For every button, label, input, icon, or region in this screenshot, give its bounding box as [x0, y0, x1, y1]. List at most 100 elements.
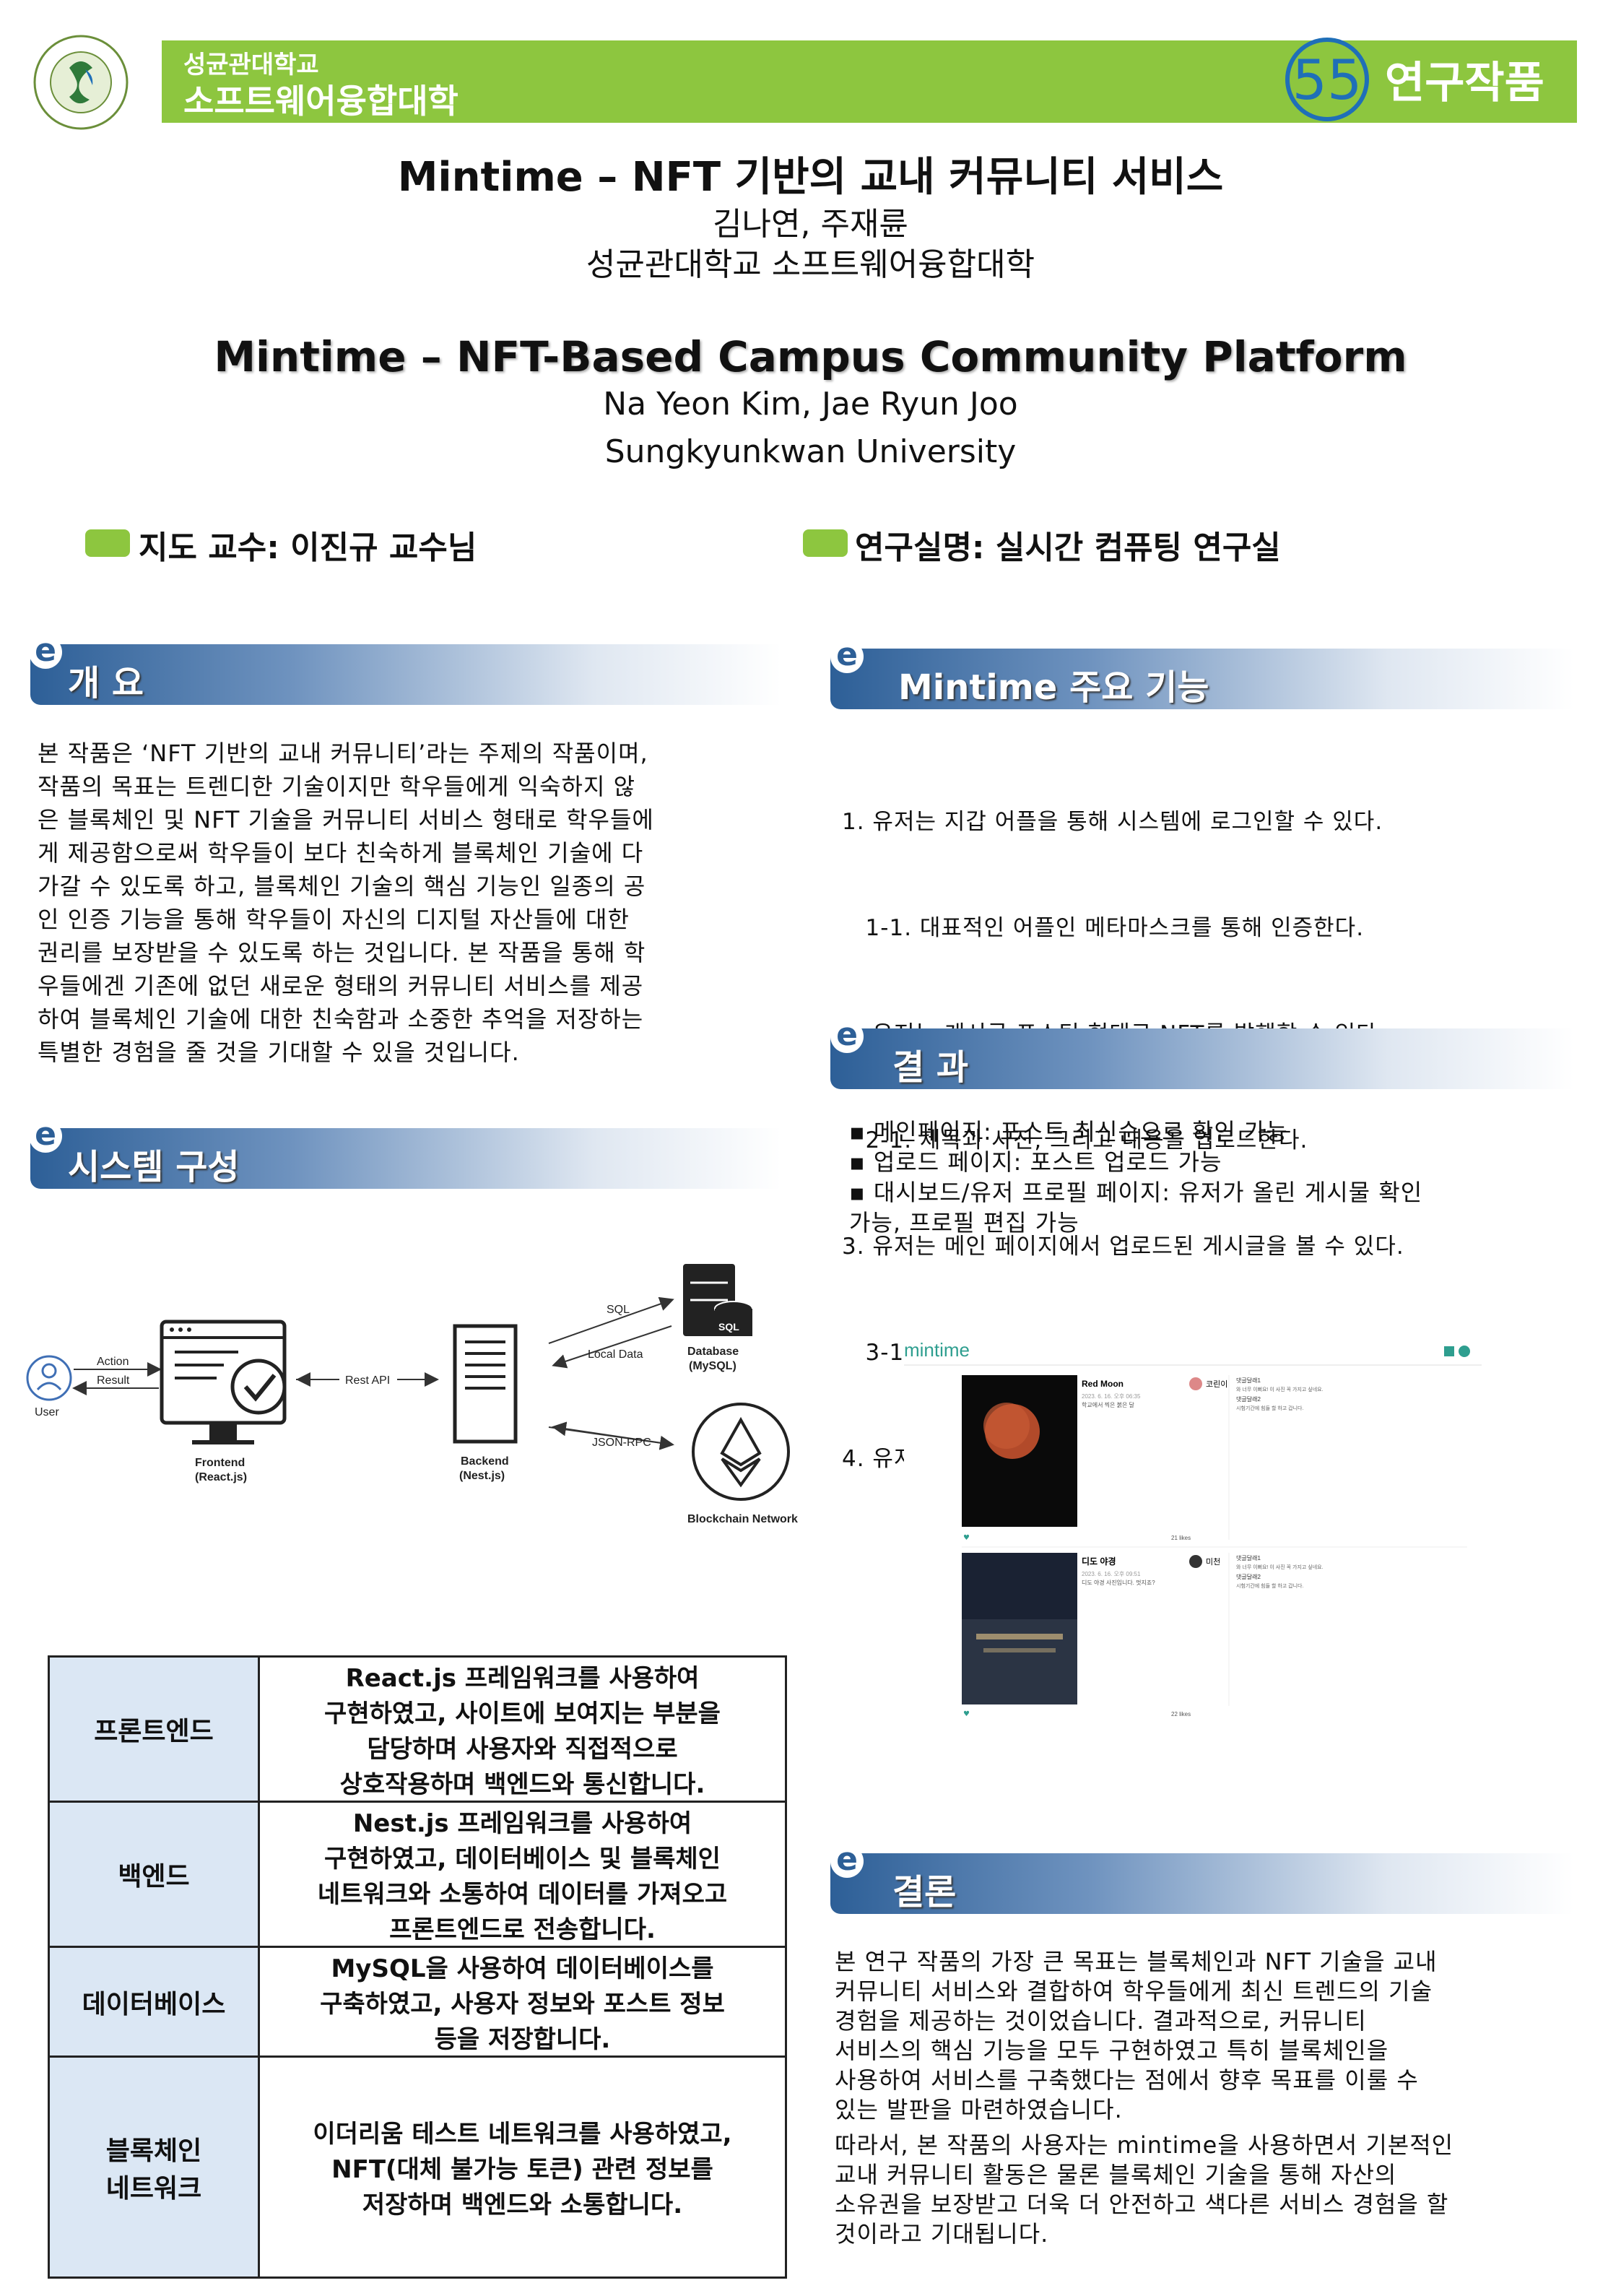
sql-badge: SQL	[718, 1321, 739, 1333]
system-title: 시스템 구성	[68, 1147, 240, 1187]
e-icon: e	[29, 635, 62, 669]
local-data-label: Local Data	[588, 1348, 643, 1361]
heart-icon: ♥	[963, 1710, 970, 1718]
post-likes: 22 likes	[1171, 1711, 1191, 1717]
desc-line: 프론트엔드로 전송합니다.	[389, 1915, 656, 1944]
overview-line: 게 제공함으로써 학우들이 보다 친숙하게 블록체인 기술에 다	[38, 839, 644, 867]
desc-line: 담당하며 사용자와 직접적으로	[367, 1735, 678, 1764]
desc-line: Nest.js 프레임워크를 사용하여	[352, 1809, 692, 1838]
table-row: 프론트엔드 React.js 프레임워크를 사용하여 구현하였고, 사이트에 보…	[48, 1655, 787, 1803]
desc-line: NFT(대체 불가능 토큰) 관련 정보를	[331, 2155, 713, 2184]
korean-authors: 김나연, 주재륜	[713, 206, 908, 243]
result-label: Result	[97, 1374, 130, 1387]
frontend-sub: (React.js)	[195, 1471, 247, 1483]
table-desc: MySQL을 사용하여 데이터베이스를 구축하였고, 사용자 정보와 포스트 정…	[258, 1946, 787, 2058]
college-name: 소프트웨어융합대학	[183, 82, 459, 121]
lab-bullet	[803, 529, 848, 557]
english-title: Mintime – NFT-Based Campus Community Pla…	[214, 332, 1407, 381]
desc-line: 구축하였고, 사용자 정보와 포스트 정보	[320, 1990, 725, 2019]
ethereum-icon	[692, 1403, 790, 1501]
desc-line: 네트워크와 소통하여 데이터를 가져오고	[317, 1880, 728, 1909]
comment-head: 댓글달래2	[1236, 1573, 1261, 1580]
comment-head: 댓글달래1	[1236, 1554, 1261, 1561]
result-item: ▪ 대시보드/유저 프로필 페이지: 유저가 올린 게시물 확인	[849, 1179, 1423, 1206]
korean-affiliation: 성균관대학교 소프트웨어융합대학	[586, 246, 1035, 283]
overview-line: 인 인증 기능을 통해 학우들이 자신의 디지털 자산들에 대한	[38, 906, 630, 933]
app-screenshot: mintime Red Moon 코린이 2023. 6. 16. 오후 06:…	[904, 1330, 1482, 1720]
university-logo	[33, 35, 129, 130]
feature-item: 1. 유저는 지갑 어플을 통해 시스템에 로그인할 수 있다.	[842, 809, 1383, 835]
post-likes: 21 likes	[1171, 1535, 1191, 1541]
comment-head: 댓글달래1	[1236, 1377, 1261, 1384]
overview-line: 우들에겐 기존에 없던 새로운 형태의 커뮤니티 서비스를 제공	[38, 972, 644, 1000]
post-user: 미천	[1206, 1556, 1220, 1567]
conclusion-line: 소유권을 보장받고 더욱 더 안전하고 색다른 서비스 경험을 할	[835, 2191, 1449, 2218]
desc-line: 이더리움 테스트 네트워크를 사용하였고,	[313, 2120, 732, 2149]
results-list: ▪ 메인페이지: 포스트 최신순으로 확인 가능 ▪ 업로드 페이지: 포스트 …	[849, 1117, 1571, 1238]
system-header	[30, 1128, 781, 1189]
database-icon	[683, 1264, 753, 1336]
backend-sub: (Nest.js)	[459, 1470, 505, 1482]
overview-line: 하여 블록체인 기술에 대한 친숙함과 소중한 추억을 저장하는	[38, 1005, 644, 1033]
overview-line: 권리를 보장받을 수 있도록 하는 것입니다. 본 작품을 통해 학	[38, 939, 646, 966]
post-title: 디도 야경	[1082, 1556, 1116, 1567]
english-authors: Na Yeon Kim, Jae Ryun Joo	[603, 386, 1018, 423]
post-title: Red Moon	[1082, 1379, 1124, 1389]
table-desc: Nest.js 프레임워크를 사용하여 구현하였고, 데이터베이스 및 블록체인…	[258, 1801, 787, 1948]
desc-line: 상호작용하며 백엔드와 통신합니다.	[339, 1770, 705, 1799]
conclusion-line: 커뮤니티 서비스와 결합하여 학우들에게 최신 트렌드의 기술	[835, 1977, 1433, 2005]
overview-text: 본 작품은 ‘NFT 기반의 교내 커뮤니티’라는 주제의 작품이며, 작품의 …	[38, 737, 788, 1069]
conclusion-line: 교내 커뮤니티 활동은 물론 블록체인 기술을 통해 자산의	[835, 2161, 1397, 2188]
desc-line: React.js 프레임워크를 사용하여	[345, 1664, 700, 1693]
plus-icon	[1444, 1346, 1454, 1356]
overview-header	[30, 644, 781, 705]
database-sub: (MySQL)	[689, 1360, 736, 1372]
lab-line: 연구실명: 실시간 컴퓨팅 연구실	[855, 529, 1281, 566]
features-header	[830, 649, 1574, 709]
desc-line: MySQL을 사용하여 데이터베이스를	[331, 1954, 714, 1983]
comment-body: 와 너무 이뻐요! 이 사진 꼭 가지고 싶네요.	[1236, 1564, 1324, 1570]
overview-line: 은 블록체인 및 NFT 기술을 커뮤니티 서비스 형태로 학우들에	[38, 806, 654, 833]
feature-item: 1-1. 대표적인 어플인 메타마스크를 통해 인증한다.	[842, 915, 1365, 941]
desc-line: 등을 저장합니다.	[434, 2025, 611, 2054]
e-icon: e	[830, 1844, 864, 1878]
badge-label: 연구작품	[1385, 58, 1544, 108]
sql-label: SQL	[607, 1304, 630, 1316]
features-title: Mintime 주요 기능	[898, 667, 1209, 708]
overview-line: 작품의 목표는 트렌디한 기술이지만 학우들에게 익숙하지 않	[38, 773, 636, 800]
e-icon: e	[830, 1019, 864, 1053]
conclusion-header	[830, 1853, 1574, 1914]
table-row: 데이터베이스 MySQL을 사용하여 데이터베이스를 구축하였고, 사용자 정보…	[48, 1946, 787, 2058]
result-item: ▪ 메인페이지: 포스트 최신순으로 확인 가능	[849, 1118, 1288, 1145]
overview-line: 특별한 경험을 줄 것을 기대할 수 있을 것입니다.	[38, 1039, 520, 1066]
korean-title: Mintime – NFT 기반의 교내 커뮤니티 서비스	[397, 154, 1224, 201]
table-label: 프론트엔드	[48, 1655, 260, 1803]
e-icon: e	[29, 1119, 62, 1153]
table-row: 블록체인 네트워크 이더리움 테스트 네트워크를 사용하였고, NFT(대체 불…	[48, 2055, 787, 2279]
table-desc: React.js 프레임워크를 사용하여 구현하였고, 사이트에 보여지는 부분…	[258, 1655, 787, 1803]
advisor-line: 지도 교수: 이진규 교수님	[139, 529, 477, 566]
blockchain-label: Blockchain Network	[687, 1513, 798, 1525]
conclusion-text: 본 연구 작품의 가장 큰 목표는 블록체인과 NFT 기술을 교내 커뮤니티 …	[835, 1947, 1586, 2249]
table-desc: 이더리움 테스트 네트워크를 사용하였고, NFT(대체 불가능 토큰) 관련 …	[258, 2055, 787, 2279]
comment-head: 댓글달래2	[1236, 1395, 1261, 1403]
desc-line: 구현하였고, 사이트에 보여지는 부분을	[324, 1699, 721, 1728]
conclusion-line: 것이라고 기대됩니다.	[835, 2220, 1049, 2248]
user-label: User	[35, 1406, 59, 1418]
results-title: 결 과	[892, 1047, 969, 1088]
frontend-label: Frontend	[195, 1457, 245, 1469]
conclusion-line: 있는 발판을 마련하였습니다.	[835, 2096, 1123, 2123]
overview-title: 개 요	[68, 663, 144, 703]
frontend-monitor-icon	[160, 1320, 287, 1444]
system-table: 프론트엔드 React.js 프레임워크를 사용하여 구현하였고, 사이트에 보…	[48, 1655, 787, 2279]
english-affiliation: Sungkyunkwan University	[604, 433, 1017, 470]
conclusion-line: 사용하여 서비스를 구축했다는 점에서 향후 목표를 이룰 수	[835, 2066, 1419, 2094]
database-label: Database	[687, 1346, 739, 1358]
poster-number-badge: 55	[1285, 38, 1369, 121]
backend-server-icon	[453, 1324, 518, 1444]
comment-body: 시험기간에 힘들 할 하고 갑니다.	[1236, 1405, 1303, 1411]
feature-item: 3. 유저는 메인 페이지에서 업로드된 게시글을 볼 수 있다.	[842, 1234, 1404, 1260]
post-desc: 디도 야경 사진입니다. 멋지죠?	[1082, 1579, 1155, 1586]
post-desc: 학교에서 찍은 붉은 달	[1082, 1401, 1135, 1408]
post-date: 2023. 6. 16. 오후 09:51	[1082, 1571, 1141, 1577]
